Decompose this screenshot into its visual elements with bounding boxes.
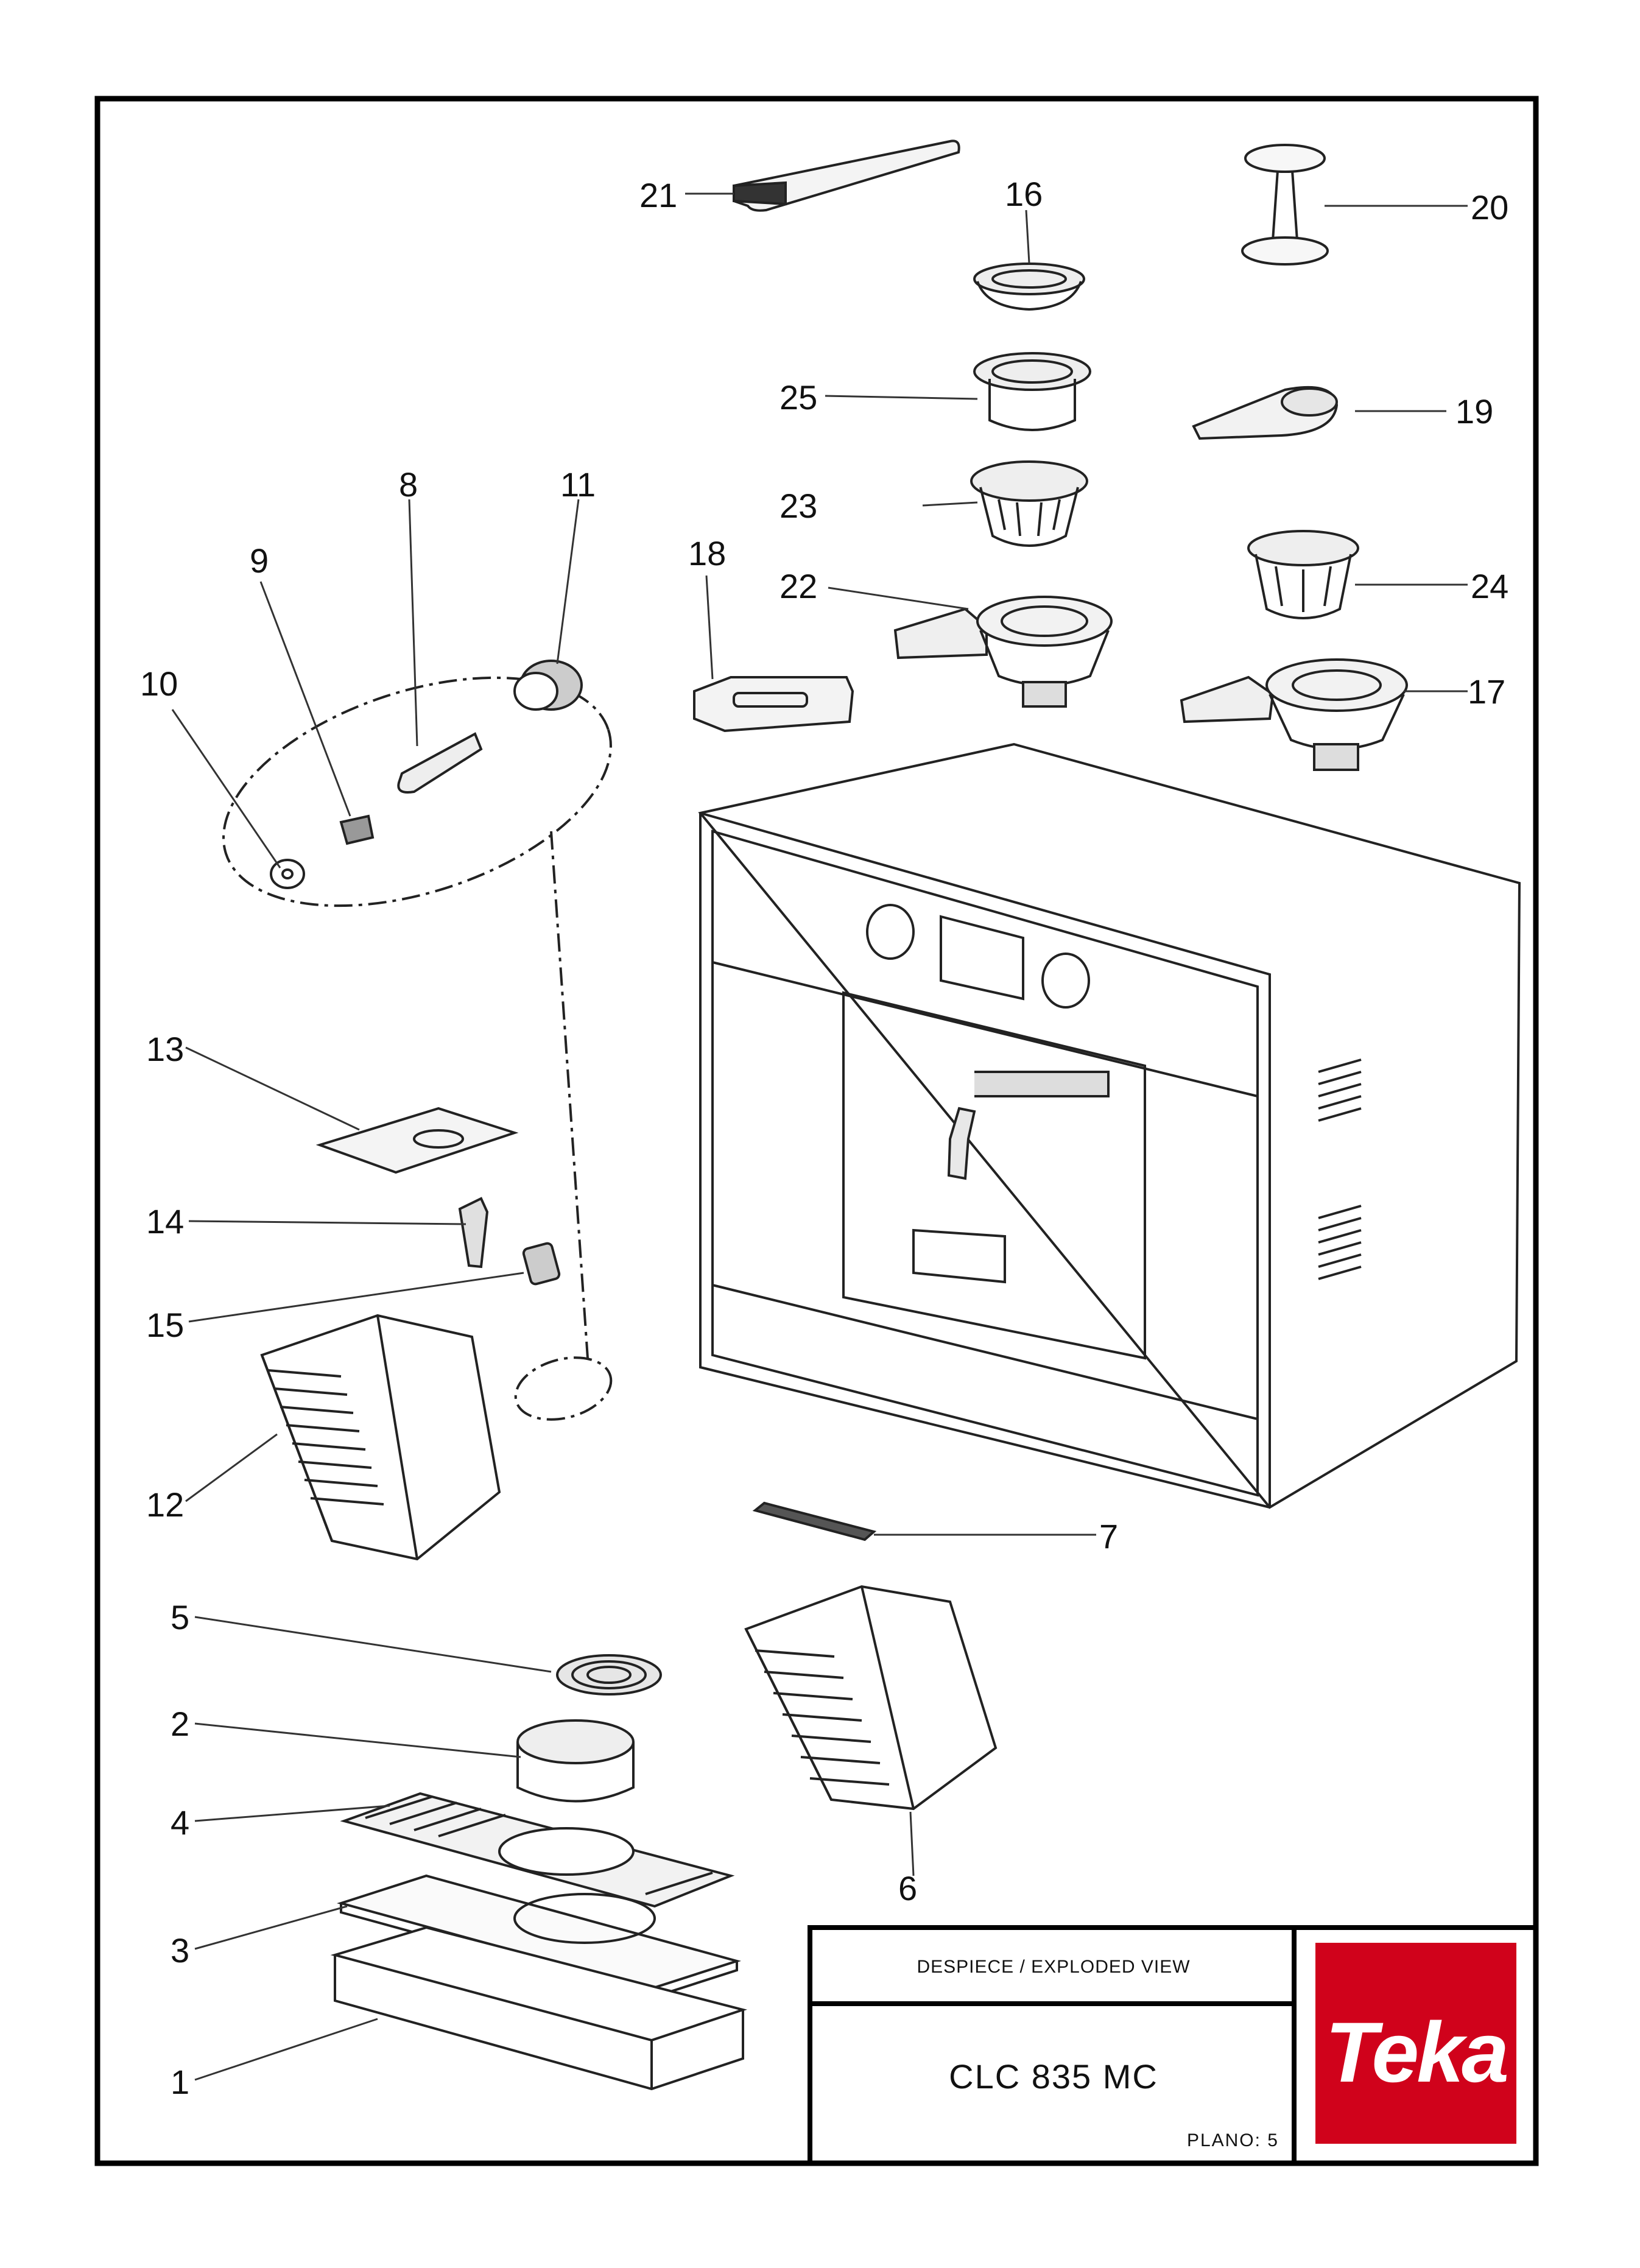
part-11-coil: [513, 660, 583, 711]
teka-logo-box: [1315, 1943, 1516, 2144]
callout-24: 24: [1471, 567, 1508, 605]
callout-21: 21: [639, 176, 677, 214]
part-5-round-grid: [556, 1654, 662, 1696]
leader-lines: [171, 192, 1468, 2081]
part-15-block: [522, 1242, 561, 1286]
part-17-portafilter: [1180, 658, 1408, 771]
teka-logo: Teka: [1325, 2004, 1509, 2100]
callout-10: 10: [140, 664, 178, 703]
part-2-cylinder: [516, 1719, 635, 1803]
title-block: [808, 1925, 1538, 2166]
callout-23: 23: [780, 487, 817, 525]
part-25-filter: [973, 352, 1091, 431]
part-4-grate: [340, 1792, 735, 1908]
part-22-portafilter: [893, 596, 1113, 708]
callout-5: 5: [171, 1598, 189, 1636]
callout-11: 11: [560, 465, 596, 504]
part-23-filter-cup: [970, 460, 1088, 547]
part-16-filter: [973, 262, 1085, 311]
part-1-base-tray: [330, 1926, 748, 2091]
callout-9: 9: [250, 541, 269, 580]
part-10-washer: [270, 859, 305, 889]
part-12-container: [260, 1314, 501, 1561]
callout-18: 18: [688, 534, 726, 572]
part-9-spring: [339, 814, 375, 845]
callout-2: 2: [171, 1705, 189, 1743]
group-outline-small: [514, 1356, 613, 1421]
callout-15: 15: [146, 1306, 184, 1344]
callout-25: 25: [780, 378, 817, 417]
part-13-drip-tray: [315, 1107, 519, 1174]
callout-7: 7: [1099, 1517, 1118, 1555]
part-6-container: [744, 1585, 998, 1811]
callout-8: 8: [399, 465, 418, 504]
callout-13: 13: [146, 1030, 184, 1068]
title-block-header: DESPIECE / EXPLODED VIEW: [917, 1957, 1191, 1977]
callout-4: 4: [171, 1803, 189, 1842]
callout-17: 17: [1468, 672, 1505, 711]
title-block-plano: PLANO: 5: [1186, 2130, 1279, 2150]
part-7-grille: [752, 1501, 877, 1541]
callout-14: 14: [146, 1202, 184, 1241]
callout-16: 16: [1005, 175, 1043, 213]
callout-20: 20: [1471, 188, 1508, 227]
group-link-line: [550, 831, 589, 1359]
part-24-filter-cup: [1247, 530, 1359, 619]
title-block-model: CLC 835 MC: [949, 2057, 1158, 2096]
callout-22: 22: [780, 567, 817, 605]
callout-19: 19: [1455, 392, 1493, 431]
part-21-steam-wand: [733, 139, 960, 212]
part-20-tamper: [1241, 144, 1329, 266]
callout-3: 3: [171, 1931, 189, 1970]
callout-12: 12: [146, 1485, 184, 1524]
callout-1: 1: [171, 2063, 189, 2101]
part-14-clip: [458, 1197, 489, 1269]
part-18-cover: [693, 676, 854, 733]
group-outline-8-11: [222, 676, 612, 907]
coffee-machine-body: [698, 742, 1521, 1509]
part-8-valve: [397, 732, 483, 794]
callout-6: 6: [898, 1869, 917, 1907]
part-19-measuring-spoon: [1192, 386, 1339, 440]
callout-labels: 21 16 20 25 19 8 11 23 9 18 22 24 10 17 …: [140, 175, 1508, 2101]
